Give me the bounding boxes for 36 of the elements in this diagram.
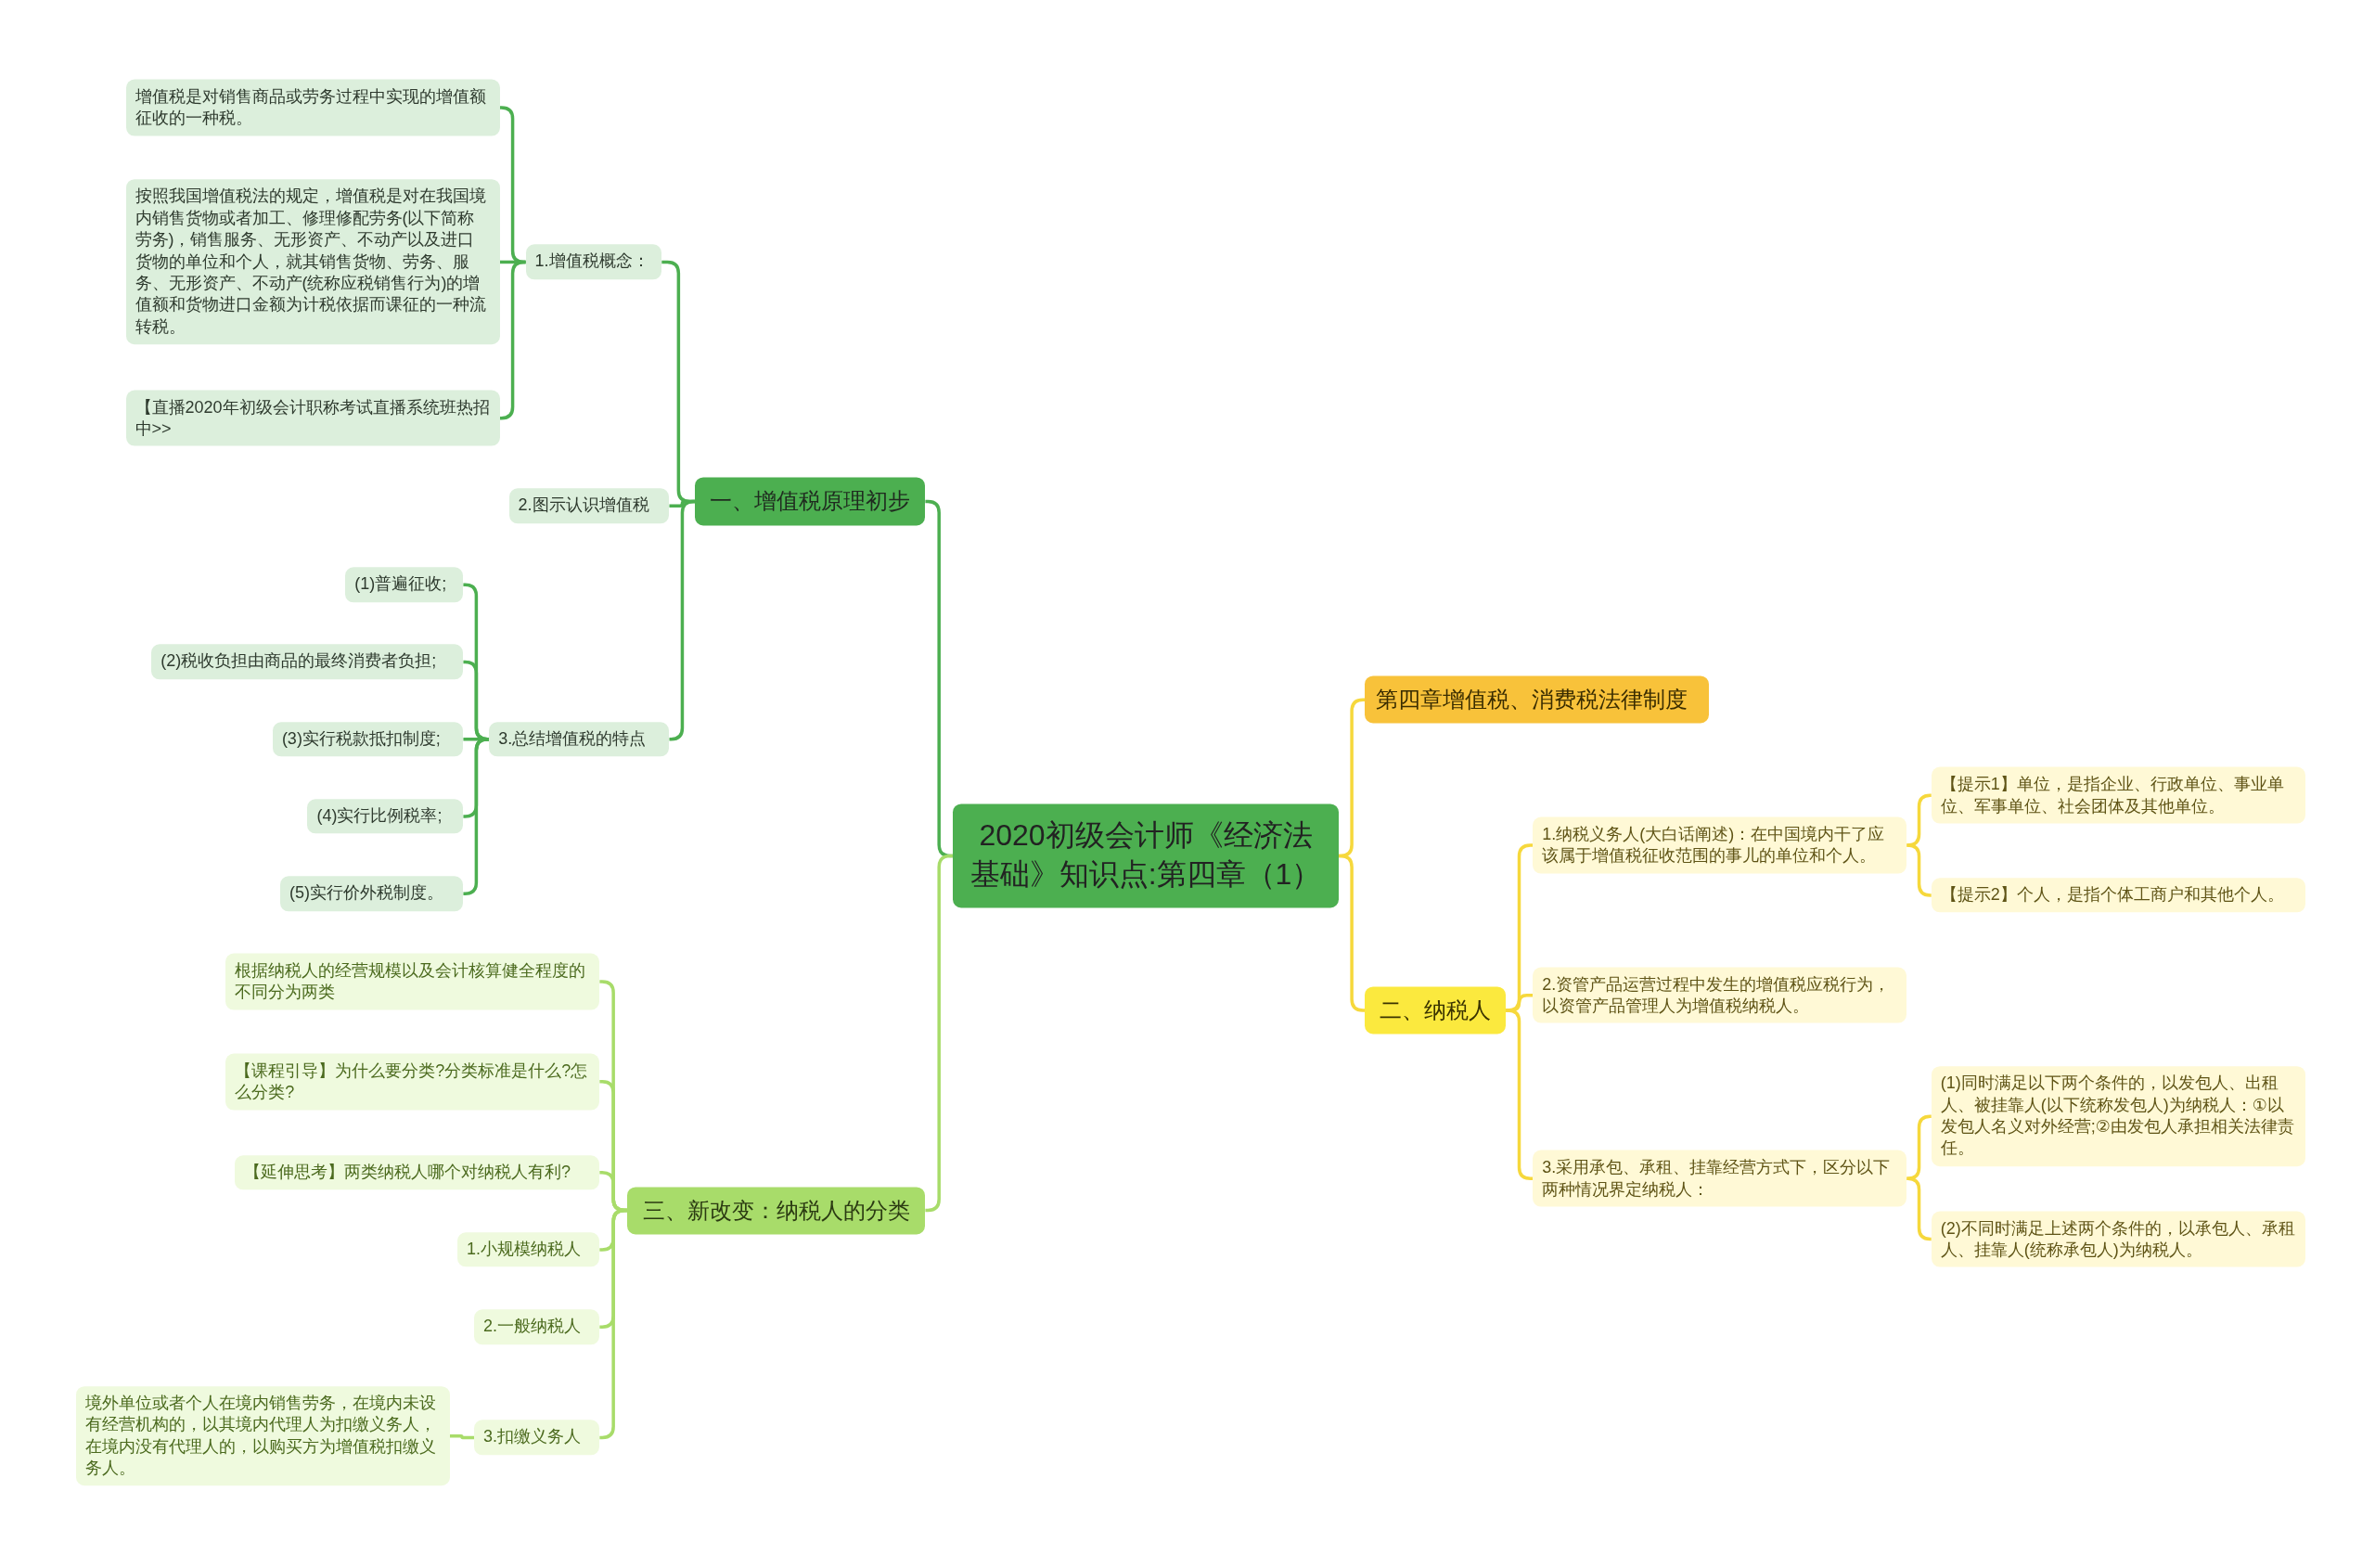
subtopic-box: 根据纳税人的经营规模以及会计核算健全程度的不同分为两类	[225, 953, 600, 1010]
subtopic-box: 2.图示认识增值税	[508, 488, 670, 523]
subtopic-box: 2.资管产品运营过程中发生的增值税应税行为，以资管产品管理人为增值税纳税人。	[1533, 967, 1907, 1024]
subtopic-box: (3)实行税款抵扣制度;	[272, 722, 464, 757]
subtopic-box: 3.扣缴义务人	[474, 1420, 600, 1456]
subtopic-box: 1.增值税概念：	[525, 244, 662, 280]
connector-line	[449, 1434, 475, 1440]
branch-topic-box: 三、新改变：纳税人的分类	[626, 1186, 926, 1235]
connector-line	[1906, 1176, 1932, 1241]
connector-line	[1906, 1114, 1932, 1180]
subtopic-box: 1.纳税义务人(大白话阐述)：在中国境内干了应该属于增值税征收范围的事儿的单位和个人。	[1533, 816, 1907, 874]
subtopic-box: 【提示1】单位，是指企业、行政单位、事业单位、军事单位、社会团体及其他单位。	[1931, 766, 2305, 824]
subtopic-box: 2.一般纳税人	[474, 1309, 600, 1344]
subtopic-box: 【直播2020年初级会计职称考试直播系统班热招中>>	[125, 390, 500, 446]
branch-topic-box: 二、纳税人	[1365, 986, 1506, 1035]
subtopic-box: 1.小规模纳税人	[457, 1232, 600, 1267]
central-topic-box: 2020初级会计师《经济法基础》知识点:第四章（1）	[952, 803, 1340, 908]
branch-topic-box: 第四章增值税、消费税法律制度	[1365, 675, 1709, 724]
subtopic-box: (1)同时满足以下两个条件的，以发包人、出租人、被挂靠人(以下统称发包人)为纳税人：①以发包人名义对外经营;②由发包人承担相关法律责任。	[1931, 1066, 2305, 1167]
subtopic-box: 3.采用承包、承租、挂靠经营方式下，区分以下两种情况界定纳税人：	[1533, 1150, 1907, 1207]
subtopic-box: 3.总结增值税的特点	[489, 722, 670, 757]
connector-line	[463, 738, 490, 896]
subtopic-box: 境外单位或者个人在境内销售劳务，在境内未设有经营机构的，以其境内代理人为扣缴义务人，在境内没有代理人的，以购买方为增值税扣缴义务人。	[75, 1386, 450, 1486]
subtopic-box: 增值税是对销售商品或劳务过程中实现的增值额征收的一种税。	[125, 79, 500, 136]
subtopic-box: 【课程引导】为什么要分类?分类标准是什么?怎么分类?	[225, 1053, 600, 1111]
connector-line	[1906, 843, 1932, 897]
subtopic-box: 按照我国增值税法的规定，增值税是对在我国境内销售货物或者加工、修理修配劳务(以下简称劳务)，销售服务、无形资产、不动产以及进口货物的单位和个人，就其销售货物、劳务、服务、无形资产、不动产(统称应税销售行为)的增值额和货物进口金额为计税依据而课征的一种流转税。	[125, 179, 500, 345]
subtopic-box: (2)不同时满足上述两个条件的，以承包人、承租人、挂靠人(统称承包人)为纳税人。	[1931, 1211, 2305, 1267]
subtopic-box: (4)实行比例税率;	[307, 799, 464, 834]
subtopic-box: (5)实行价外税制度。	[280, 876, 464, 911]
subtopic-box: 【延伸思考】两类纳税人哪个对纳税人有利?	[235, 1155, 600, 1190]
connector-line	[669, 499, 696, 741]
subtopic-box: (2)税收负担由商品的最终消费者负担;	[151, 644, 464, 680]
branch-topic-box: 一、增值税原理初步	[695, 477, 926, 525]
subtopic-box: 【提示2】个人，是指个体工商户和其他个人。	[1931, 878, 2305, 913]
subtopic-box: (1)普遍征收;	[345, 567, 464, 602]
